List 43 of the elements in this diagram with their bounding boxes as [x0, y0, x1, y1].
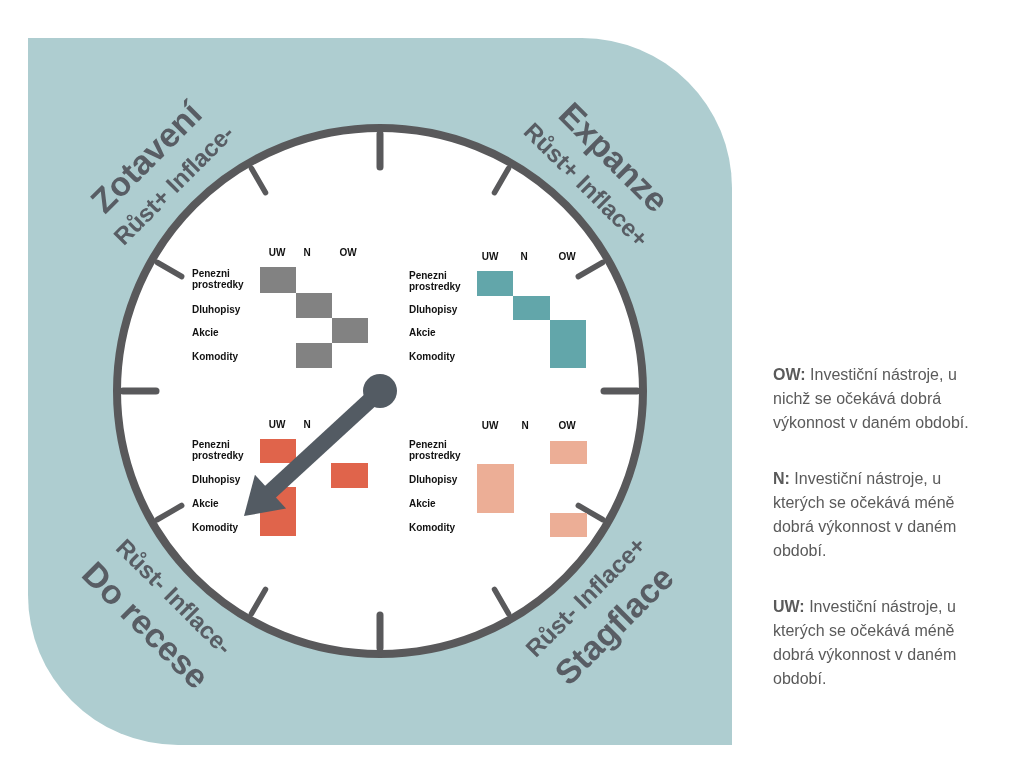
column-header: UW — [481, 251, 499, 263]
row-label: Akcie — [192, 326, 220, 338]
row-label: Akcie — [192, 497, 220, 509]
row-label: Penezni prostredky — [192, 439, 245, 461]
rating-block — [260, 439, 296, 463]
column-header: UW — [268, 419, 286, 431]
rating-block — [260, 267, 296, 293]
row-label: Komodity — [192, 521, 240, 533]
row-label: Dluhopisy — [192, 473, 242, 485]
definition-text: UW: Investiční nástroje, u kterých se očekává méně dobrá výkonnost v daném období. — [773, 597, 958, 689]
row-label: Komodity — [409, 521, 457, 533]
rating-block — [477, 271, 513, 296]
rating-block — [550, 320, 586, 368]
rating-block — [513, 296, 550, 320]
column-header: N — [520, 251, 528, 263]
rating-block — [550, 513, 587, 537]
rating-block — [331, 463, 368, 488]
rating-block — [296, 293, 332, 318]
column-header: N — [303, 247, 311, 259]
row-label: Akcie — [409, 497, 437, 509]
row-label: Dluhopisy — [409, 303, 459, 315]
row-label: Dluhopisy — [409, 473, 459, 485]
definition-text: OW: Investiční nástroje, u nichž se očekává dobrá výkonnost v daném období. — [773, 365, 970, 433]
row-label: Penezni prostredky — [409, 439, 462, 461]
rating-block — [550, 441, 587, 464]
column-header: OW — [339, 247, 357, 259]
column-header: OW — [558, 420, 576, 432]
rating-block — [296, 343, 332, 368]
row-label: Penezni prostredky — [409, 270, 462, 292]
row-label: Penezni prostredky — [192, 268, 245, 290]
rating-block — [332, 318, 368, 343]
row-label: Komodity — [192, 350, 240, 362]
row-label: Akcie — [409, 326, 437, 338]
column-header: N — [521, 420, 529, 432]
column-header: UW — [481, 420, 499, 432]
column-header: OW — [558, 251, 576, 263]
column-header: UW — [268, 247, 286, 259]
background-panel — [28, 38, 732, 745]
column-header: N — [303, 419, 311, 431]
rating-block — [477, 464, 514, 513]
row-label: Komodity — [409, 350, 457, 362]
definition-text: N: Investiční nástroje, u kterých se očekává méně dobrá výkonnost v daném období. — [773, 469, 958, 561]
row-label: Dluhopisy — [192, 303, 242, 315]
